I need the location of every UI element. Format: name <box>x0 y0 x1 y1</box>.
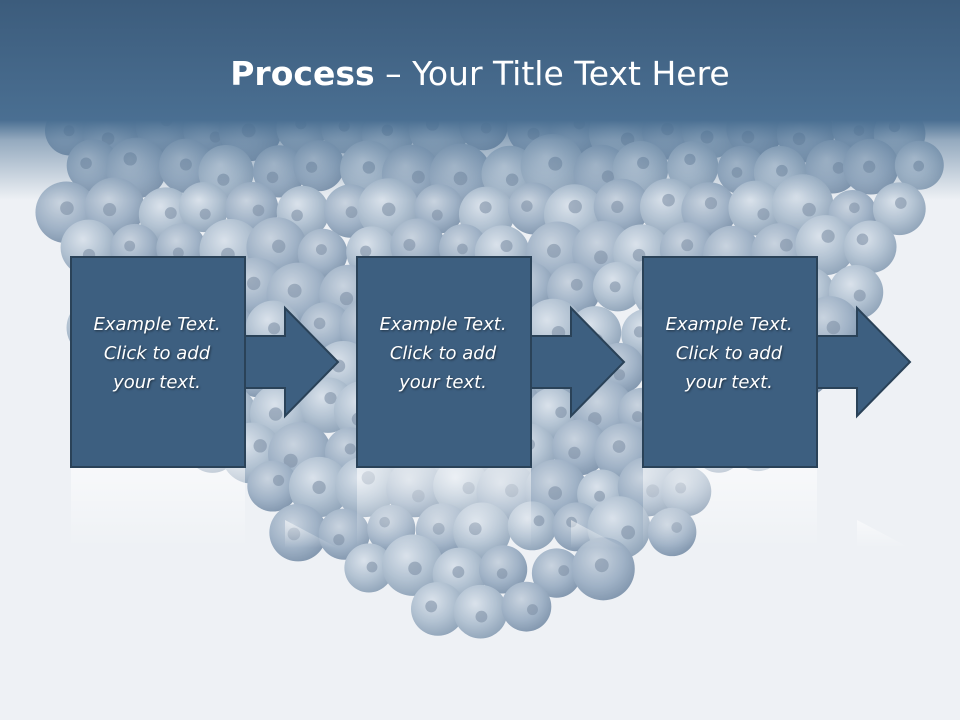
step-text-line: your text. <box>685 372 773 393</box>
step-2-reflection <box>356 468 626 548</box>
blueberry-crown <box>382 202 396 217</box>
step-1-text[interactable]: Example Text. Click to add your text. <box>70 310 244 397</box>
blueberry <box>531 548 582 598</box>
blueberry-crown <box>312 480 326 494</box>
blueberry-crown <box>526 604 538 616</box>
blueberry-crown <box>611 200 624 214</box>
blueberry-crown <box>252 204 265 217</box>
blueberry-crown <box>821 229 835 243</box>
title-band <box>0 0 960 200</box>
blueberry-crown <box>500 239 513 253</box>
step-text-line: Click to add <box>389 343 497 364</box>
blueberry-crown <box>408 561 422 576</box>
blueberry-crown <box>895 197 907 209</box>
blueberry-crown <box>479 201 492 214</box>
blueberry-crown <box>594 250 608 265</box>
blueberry-crown <box>546 243 561 258</box>
blueberry-crown <box>826 320 841 335</box>
title-bold-part: Process <box>230 54 375 93</box>
blueberry-crown <box>613 369 626 381</box>
blueberry <box>247 460 299 512</box>
blueberry-crown <box>425 600 438 613</box>
blueberry-crown <box>452 566 465 579</box>
blueberry-crown <box>548 486 563 500</box>
blueberry-crown <box>360 245 372 257</box>
blueberry-crown <box>103 203 117 217</box>
blueberry-crown <box>268 407 283 421</box>
blueberry-crown <box>856 233 869 246</box>
blueberry-crown <box>268 322 281 335</box>
blueberry-crown <box>704 197 718 210</box>
step-text-line: Example Text. <box>665 314 793 335</box>
blueberry-crown <box>272 239 286 253</box>
blueberry-crown <box>594 558 609 573</box>
blueberry-crown <box>283 453 298 468</box>
process-step-3[interactable]: Example Text. Click to add your text. <box>642 256 912 468</box>
blueberry-crown <box>60 201 74 215</box>
blueberry-crown <box>849 202 860 214</box>
blueberry-crown <box>570 278 583 291</box>
blueberry-crown <box>315 244 327 256</box>
step-3-text[interactable]: Example Text. Click to add your text. <box>642 310 816 397</box>
blueberry-crown <box>324 391 337 405</box>
blueberry-crown <box>403 238 416 251</box>
blueberry <box>411 581 465 636</box>
step-arrow-shape <box>356 256 626 468</box>
blueberry-crown <box>496 568 508 579</box>
blueberry-crown <box>779 238 793 252</box>
step-arrow-shape <box>642 256 912 468</box>
blueberry-crown <box>594 490 606 502</box>
blueberry-crown <box>253 439 267 453</box>
blueberry-crown <box>681 239 694 252</box>
blueberry-crown <box>555 406 567 419</box>
slide-title[interactable]: Process – Your Title Text Here <box>0 52 960 96</box>
process-step-1[interactable]: Example Text. Click to add your text. <box>70 256 340 468</box>
step-text-line: your text. <box>113 372 201 393</box>
blueberry-crown <box>558 565 570 577</box>
blueberry-crown <box>199 208 211 220</box>
step-text-line: Example Text. <box>379 314 507 335</box>
blueberry-crown <box>632 411 644 423</box>
step-arrow-shape <box>70 256 340 468</box>
step-text-line: Click to add <box>675 343 783 364</box>
blueberry-crown <box>475 610 488 623</box>
blueberry-crown <box>172 247 184 259</box>
blueberry-crown <box>272 474 285 487</box>
blueberry-crown <box>313 317 326 330</box>
blueberry-crown <box>344 443 356 455</box>
blueberry-crown <box>333 534 345 546</box>
blueberry-crown <box>345 206 358 219</box>
blueberry-crown <box>621 525 636 540</box>
step-2-text[interactable]: Example Text. Click to add your text. <box>356 310 530 397</box>
title-rest-part: – Your Title Text Here <box>374 54 730 93</box>
blueberry-crown <box>247 276 261 291</box>
blueberry-crown <box>124 240 136 252</box>
process-step-2[interactable]: Example Text. Click to add your text. <box>356 256 626 468</box>
blueberry-crown <box>457 243 468 255</box>
blueberry-crown <box>164 207 177 220</box>
blueberry-crown <box>757 208 770 221</box>
blueberry-crown <box>339 291 354 306</box>
blueberry-crown <box>568 199 582 214</box>
blueberry-crown <box>521 200 533 212</box>
blueberry-crown <box>609 281 621 293</box>
blueberry <box>501 581 552 632</box>
blueberry-crown <box>291 209 303 222</box>
blueberry-crown <box>431 209 443 221</box>
step-3-reflection <box>642 468 912 548</box>
step-text-line: your text. <box>399 372 487 393</box>
blueberry-crown <box>568 446 581 460</box>
blueberry-crown <box>853 289 866 302</box>
step-text-line: Example Text. <box>93 314 221 335</box>
step-text-line: Click to add <box>103 343 211 364</box>
blueberry <box>843 220 897 274</box>
step-1-reflection <box>70 468 340 548</box>
blueberry-crown <box>802 202 816 217</box>
blueberry-crown <box>366 561 378 573</box>
blueberry-crown <box>533 515 545 527</box>
blueberry-crown <box>287 283 302 298</box>
blueberry-crown <box>612 440 626 453</box>
